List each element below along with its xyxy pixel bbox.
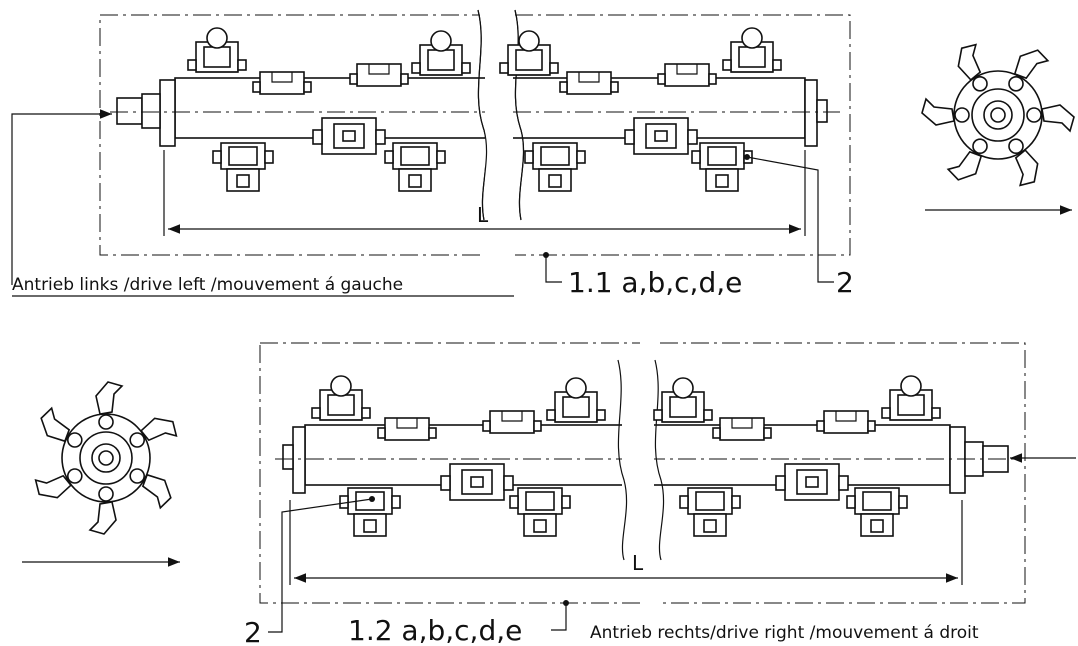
top-length-label: L — [477, 203, 489, 227]
rotor-bolt-hole — [129, 468, 146, 484]
rotor-bolt-hole — [129, 432, 146, 448]
rotor-end-view-icon — [34, 381, 178, 535]
rotor-bolt-hole — [1026, 107, 1042, 123]
rotor-bolt-hole — [1008, 75, 1024, 92]
rotor-bolt-hole — [98, 414, 114, 430]
rotor-blade — [921, 97, 955, 126]
rotor-blade — [40, 406, 71, 443]
bottom-part-ref: 1.2 a,b,c,d,e — [348, 614, 522, 646]
top-drive-label: Antrieb links /drive left /mouvement á g… — [12, 275, 403, 295]
rotor-blade — [1014, 149, 1039, 187]
top-assembly: L Antrieb links /drive left /mouvement á… — [11, 9, 854, 299]
rotor-bolt-hole — [1008, 138, 1024, 155]
top-drive-leader — [11, 109, 112, 285]
rotor-bolt-hole — [954, 107, 970, 123]
bottom-tool-ref: 2 — [244, 616, 262, 646]
rotor-bolt-hole — [66, 468, 83, 484]
rotor-bolt-hole — [98, 486, 114, 502]
rotor-blade — [95, 381, 124, 415]
bottom-length-label: L — [632, 551, 644, 575]
bottom-drive-label: Antrieb rechts/drive right /mouvement á … — [590, 623, 979, 643]
rotor-blade — [140, 417, 178, 442]
rotor-blade — [34, 474, 72, 499]
top-part-ref: 1.1 a,b,c,d,e — [568, 266, 742, 299]
rotor-bolt-hole — [972, 75, 988, 92]
bottom-assembly: L Antrieb rechts/drive right /mouvement … — [244, 342, 1076, 646]
top-tool-ref: 2 — [836, 266, 854, 299]
rotor-bolt-hole — [66, 432, 83, 448]
rotor-blade — [141, 473, 172, 510]
rotor-blade — [88, 501, 117, 535]
rotor-blade — [1013, 49, 1050, 80]
rotor-end-view-icon — [921, 43, 1075, 187]
rotor-blade — [957, 43, 982, 81]
rotor-blade — [1041, 104, 1075, 133]
rotor-blade — [946, 150, 983, 181]
rotor-bolt-hole — [972, 138, 988, 155]
